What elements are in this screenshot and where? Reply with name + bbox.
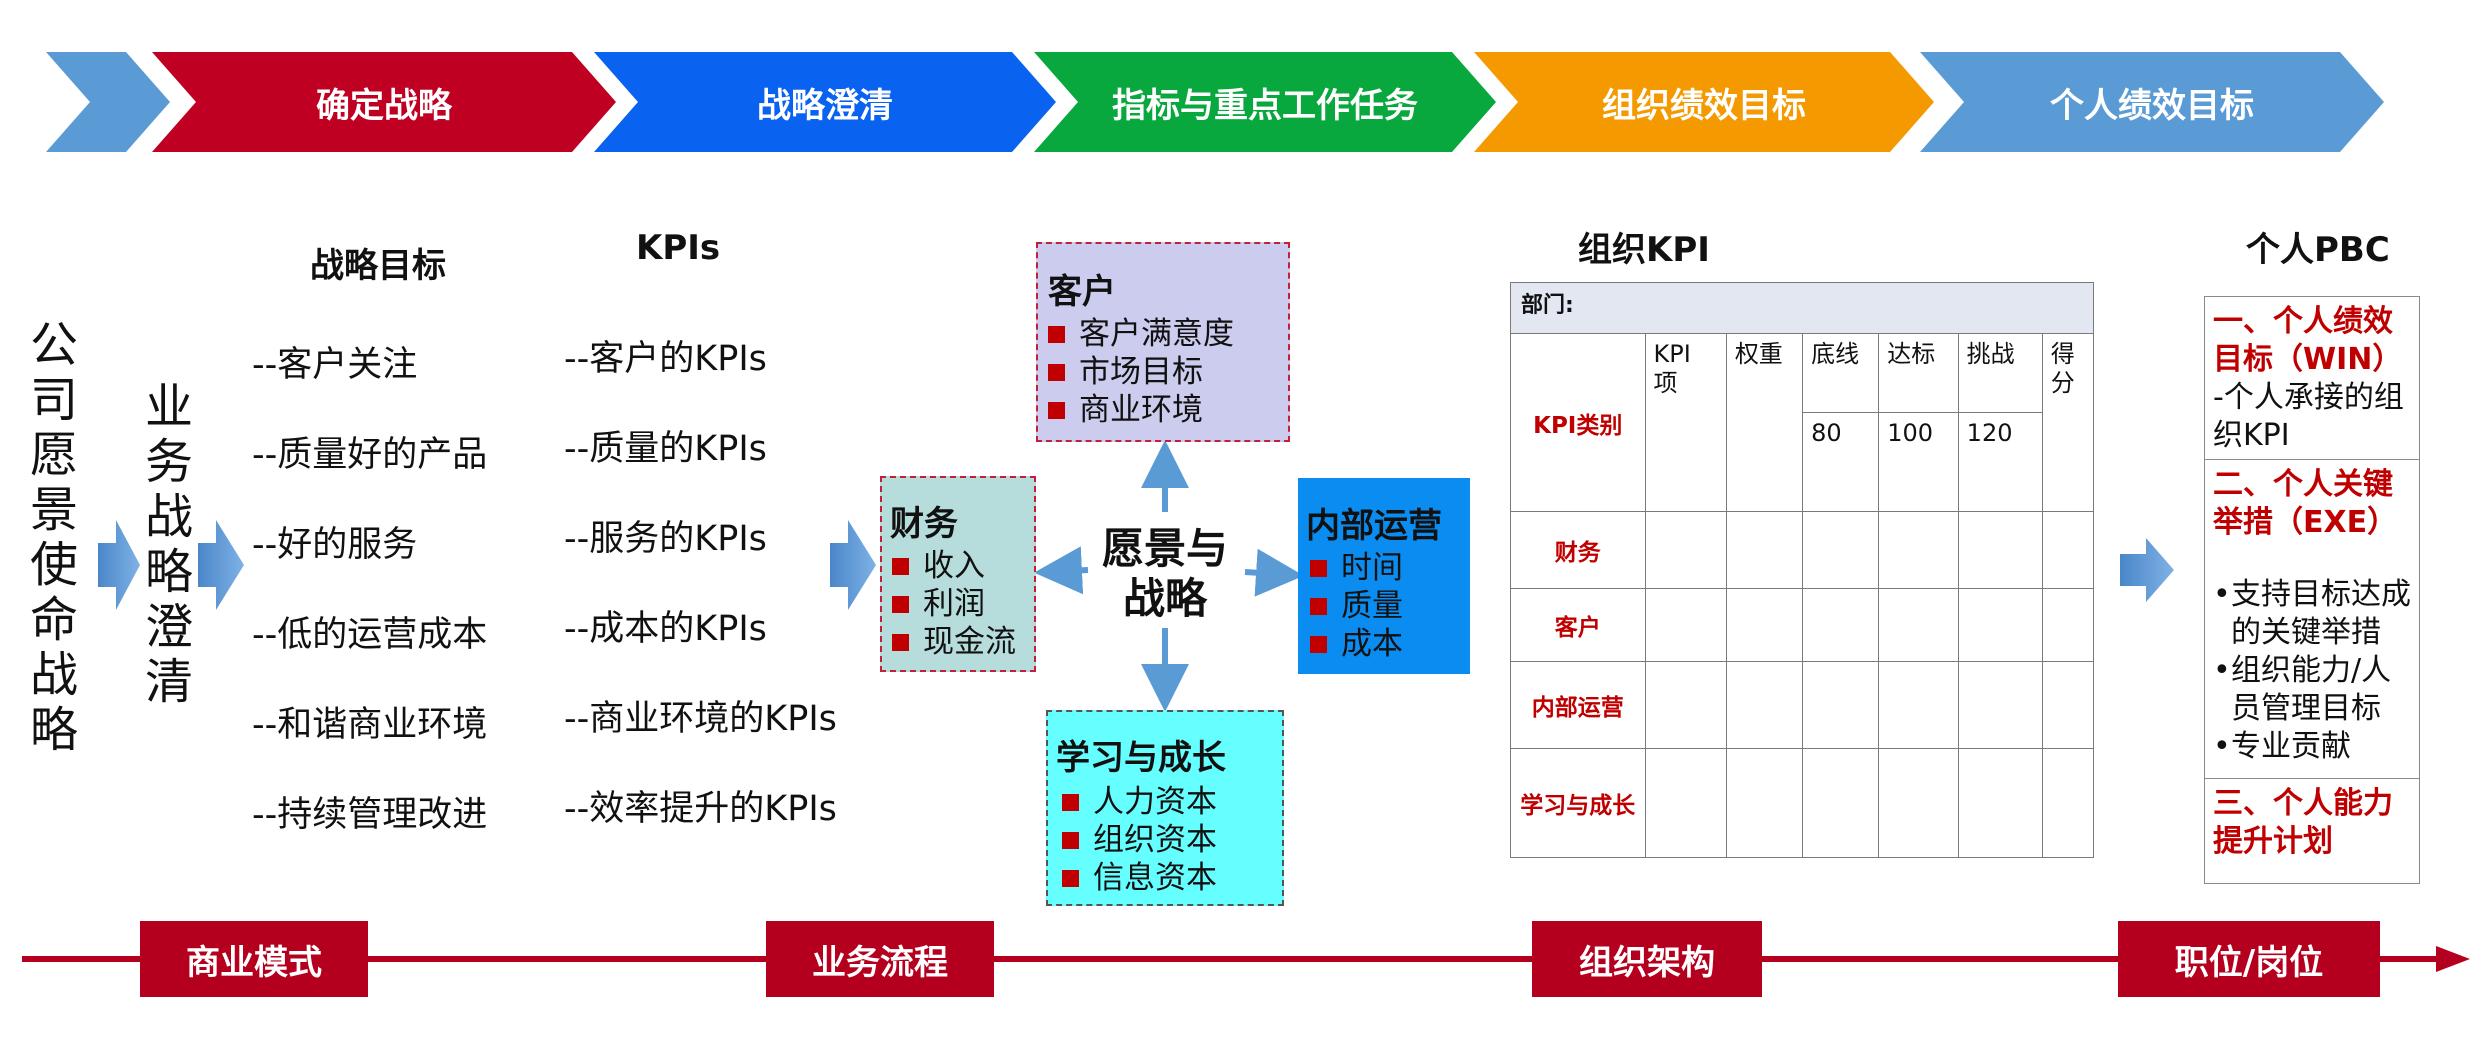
pbc-section-win: 一、个人绩效目标（WIN） -个人承接的组织KPI — [2204, 296, 2420, 460]
goal-item: --好的服务 — [252, 525, 418, 565]
kpi-item: --商业环境的KPIs — [564, 699, 837, 739]
customer-item: 客户满意度 — [1048, 308, 1234, 353]
customer-box: 客户 客户满意度 市场目标 商业环境 — [1036, 242, 1290, 442]
row-learning: 学习与成长 — [1510, 748, 1646, 858]
chevron-step-3 — [1034, 52, 1496, 152]
arrow-left — [1034, 546, 1089, 595]
goal-item: --质量好的产品 — [252, 435, 488, 475]
pbc-exe-title: 二、个人关键举措（EXE） — [2213, 467, 2398, 540]
finance-item: 收入 — [892, 540, 985, 585]
chevron-step-1 — [152, 52, 616, 152]
finance-item: 现金流 — [892, 616, 1016, 661]
pbc-win-title: 一、个人绩效目标（WIN） — [2213, 304, 2403, 377]
kpi-category-header: KPI类别 — [1510, 333, 1646, 512]
org-kpi-title: 组织KPI — [1578, 230, 1710, 270]
org-structure-label: 组织架构 — [1532, 921, 1762, 997]
col-weight: 权重 — [1725, 333, 1804, 512]
table-row: 客户 — [1510, 588, 2095, 662]
table-row: 学习与成长 — [1510, 748, 2095, 858]
row-internal: 内部运营 — [1510, 661, 1646, 749]
challenge-value: 120 — [1957, 412, 2043, 512]
internal-title: 内部运营 — [1306, 506, 1442, 546]
step-label-3: 指标与重点工作任务 — [1112, 85, 1418, 126]
table-row: 财务 — [1510, 511, 2095, 589]
chevron-step-5 — [1920, 52, 2384, 152]
pbc-title: 个人PBC — [2246, 230, 2390, 270]
arrow-right — [1244, 548, 1304, 597]
row-customer: 客户 — [1510, 588, 1646, 662]
vision-mission-strategy-text: 公司愿景 使命战略 — [29, 317, 78, 758]
col-score: 得分 — [2041, 333, 2095, 512]
process-chevron-bar — [46, 52, 2384, 152]
right-block-arrow-2 — [198, 520, 244, 610]
kpi-item: --客户的KPIs — [564, 339, 767, 379]
pbc-win-text: -个人承接的组织KPI — [2213, 380, 2404, 453]
right-block-arrow-1 — [98, 520, 140, 610]
right-block-arrow-3 — [830, 520, 876, 610]
baseline-value: 80 — [1802, 412, 1880, 512]
customer-item: 商业环境 — [1048, 384, 1203, 429]
kpi-item: --服务的KPIs — [564, 519, 767, 559]
step-label-5: 个人绩效目标 — [2050, 85, 2254, 126]
learning-growth-box: 学习与成长 人力资本 组织资本 信息资本 — [1046, 710, 1284, 906]
table-row: 内部运营 — [1510, 661, 2095, 749]
dept-row: 部门: — [1510, 282, 2094, 334]
goal-item: --客户关注 — [252, 345, 418, 385]
kpi-item: --效率提升的KPIs — [564, 789, 837, 829]
vision-strategy-center: 愿景与战略 — [1101, 524, 1228, 623]
col-target: 达标 — [1878, 333, 1959, 413]
kpi-item: --成本的KPIs — [564, 609, 767, 649]
step-label-4: 组织绩效目标 — [1602, 85, 1806, 126]
pbc-exe-item: •组织能力/人员管理目标 — [2213, 653, 2392, 726]
col-kpi-item: KPI项 — [1644, 333, 1727, 512]
goal-item: --低的运营成本 — [252, 615, 488, 655]
header-row: KPI类别 KPI项 权重 底线 达标 挑战 得分 — [1510, 333, 2095, 512]
kpis-title: KPIs — [636, 228, 721, 268]
finance-item: 利润 — [892, 578, 985, 623]
internal-item: 成本 — [1310, 618, 1403, 663]
pbc-exe-item: •专业贡献 — [2213, 729, 2351, 764]
pbc-exe-item: •支持目标达成的关键举措 — [2213, 577, 2411, 650]
pbc-section-exe: 二、个人关键举措（EXE） •支持目标达成的关键举措 •组织能力/人员管理目标 … — [2204, 459, 2420, 779]
right-block-arrow-4 — [2120, 538, 2174, 602]
learning-item: 组织资本 — [1062, 814, 1217, 859]
kpi-item: --质量的KPIs — [564, 429, 767, 469]
row-finance: 财务 — [1510, 511, 1646, 589]
value-row: 80 100 120 — [1511, 412, 2094, 512]
finance-title: 财务 — [890, 504, 958, 544]
col-baseline: 底线 — [1802, 333, 1880, 413]
goal-item: --持续管理改进 — [252, 795, 488, 835]
business-process-label: 业务流程 — [766, 921, 994, 997]
internal-item: 质量 — [1310, 580, 1403, 625]
lead-chevron — [46, 52, 170, 152]
learning-item: 信息资本 — [1062, 852, 1217, 897]
strategy-goals-title: 战略目标 — [310, 246, 446, 286]
customer-title: 客户 — [1048, 272, 1116, 312]
step-label-1: 确定战略 — [316, 85, 452, 126]
bottom-timeline-arrow — [22, 946, 2470, 972]
target-value: 100 — [1878, 412, 1959, 512]
customer-item: 市场目标 — [1048, 346, 1203, 391]
finance-box: 财务 收入 利润 现金流 — [880, 476, 1036, 672]
pbc-section-capability: 三、个人能力提升计划 — [2204, 778, 2420, 884]
step-label-2: 战略澄清 — [757, 85, 893, 126]
chevron-step-4 — [1474, 52, 1934, 152]
goal-item: --和谐商业环境 — [252, 705, 488, 745]
learning-item: 人力资本 — [1062, 776, 1217, 821]
internal-item: 时间 — [1310, 542, 1403, 587]
business-model-label: 商业模式 — [140, 921, 368, 997]
org-kpi-table: 部门: KPI类别 KPI项 权重 底线 达标 挑战 得分 80 100 120… — [1510, 282, 2095, 858]
position-label: 职位/岗位 — [2118, 921, 2380, 997]
business-strategy-clarify-text: 业务战 略澄清 — [144, 379, 193, 710]
col-challenge: 挑战 — [1957, 333, 2043, 413]
internal-operations-box: 内部运营 时间 质量 成本 — [1298, 478, 1470, 674]
chevron-step-2 — [594, 52, 1056, 152]
learning-title: 学习与成长 — [1056, 738, 1226, 778]
dept-label: 部门: — [1510, 282, 2094, 334]
pbc-capability-title: 三、个人能力提升计划 — [2213, 786, 2393, 859]
